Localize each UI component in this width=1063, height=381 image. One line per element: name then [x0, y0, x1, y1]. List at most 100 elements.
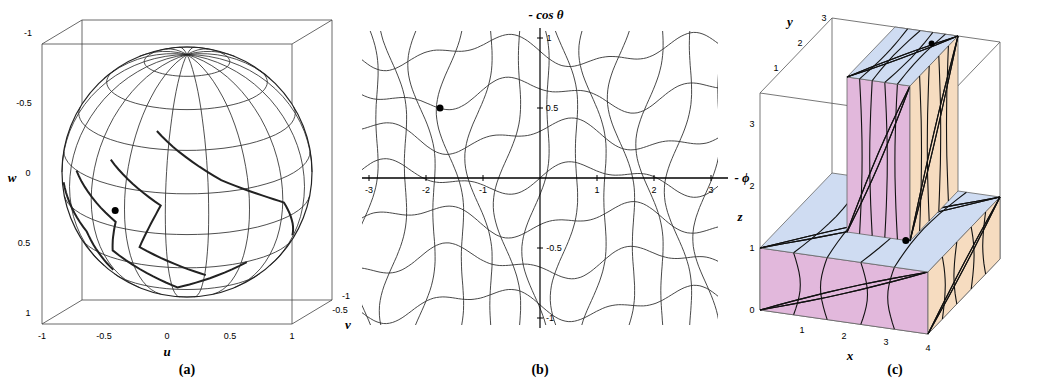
- sphere-grid: [111, 160, 206, 275]
- mesh-curve: [847, 86, 910, 232]
- bounding-box: [332, 20, 333, 300]
- tick-label: -0.5: [96, 331, 112, 341]
- sphere-grid: [125, 55, 188, 295]
- axis-label: u: [163, 344, 170, 360]
- mesh-curve: [947, 46, 949, 201]
- axis-label: - cos θ: [529, 7, 564, 23]
- axis-label: - ϕ: [734, 170, 749, 186]
- sphere-grid: [64, 196, 309, 235]
- axis-label: v: [345, 317, 351, 333]
- mesh-curve: [888, 267, 895, 329]
- tick-label: 1: [25, 308, 30, 318]
- solid-face: [847, 77, 910, 241]
- sphere-grid: [64, 182, 114, 270]
- solid-face: [910, 36, 958, 241]
- mesh-curve: [942, 257, 945, 319]
- bounding-box: [42, 300, 82, 324]
- tick-label: -0.5: [16, 98, 32, 108]
- sphere-grid: [187, 54, 270, 79]
- mesh-curve: [847, 86, 910, 232]
- mesh-curve: [760, 272, 928, 310]
- tick-label: 1: [289, 331, 294, 341]
- axis: [362, 177, 728, 179]
- tick: [597, 175, 598, 181]
- tick-label: 1: [594, 185, 599, 195]
- sphere-grid: [187, 55, 305, 266]
- mesh-curve: [760, 272, 928, 310]
- mesh-curve: [920, 76, 922, 231]
- tick: [369, 175, 370, 181]
- tick-label: -1: [38, 331, 46, 341]
- mesh-curve: [885, 82, 888, 237]
- sphere-grid: [62, 55, 187, 172]
- sphere-grid: [187, 55, 283, 288]
- tick-label: 0.5: [224, 331, 237, 341]
- axis-label: x: [847, 348, 854, 364]
- mesh-curve: [910, 36, 958, 241]
- mesh-curve: [983, 212, 986, 274]
- tick: [654, 175, 655, 181]
- mesh-curve: [794, 253, 801, 315]
- mesh-curve: [910, 36, 958, 241]
- mesh-curve: [971, 227, 974, 289]
- tick-label: -2: [422, 185, 430, 195]
- mesh-curve: [927, 66, 929, 221]
- tick: [537, 38, 543, 39]
- mesh-curve: [928, 197, 1000, 334]
- sphere-grid: [260, 70, 268, 82]
- tick-label: 3: [708, 185, 713, 195]
- tick: [426, 175, 427, 181]
- sphere-grid: [187, 47, 194, 54]
- mesh-curve: [821, 258, 828, 320]
- mesh-curve: [910, 36, 958, 241]
- sphere-grid: [187, 55, 312, 172]
- sphere-grid: [91, 55, 187, 288]
- sphere-grid: [82, 240, 291, 267]
- sphere: [62, 47, 312, 297]
- mesh-curve: [861, 262, 868, 324]
- mesh-curve: [847, 86, 910, 232]
- sphere-grid: [79, 107, 296, 151]
- bounding-box: [42, 44, 292, 45]
- mesh-curve: [860, 29, 908, 79]
- mesh-curve: [928, 197, 1000, 334]
- tick-label: 0: [749, 305, 754, 315]
- mesh-curve: [928, 197, 1000, 334]
- mesh-curve: [860, 79, 863, 234]
- marker-dot: [902, 237, 909, 244]
- bounding-box: [292, 20, 332, 44]
- marker-dot: [929, 41, 935, 47]
- sphere-grid: [114, 274, 260, 290]
- tick-label: 0.5: [18, 238, 31, 248]
- mesh-curve: [760, 272, 928, 310]
- bounding-box: [82, 300, 332, 301]
- mesh-curve: [895, 84, 898, 239]
- tick-label: 1: [799, 325, 804, 335]
- mesh-curve: [760, 272, 928, 310]
- mesh-curve: [928, 197, 1000, 334]
- tick-label: -1: [24, 28, 32, 38]
- tick-label: 2: [749, 181, 754, 191]
- tick-label: 0.5: [546, 103, 559, 113]
- solid-face: [928, 197, 1000, 334]
- bounding-box: [760, 18, 832, 93]
- tick: [483, 175, 484, 181]
- sphere-grid: [187, 55, 209, 297]
- axis-label: y: [787, 14, 793, 30]
- mesh-curve: [870, 81, 873, 236]
- marker-dot: [437, 105, 444, 112]
- tick-label: -0.5: [332, 305, 348, 315]
- mesh-curve: [939, 56, 941, 211]
- tick-label: -1: [479, 185, 487, 195]
- bounding-box: [42, 20, 82, 44]
- tick: [537, 318, 543, 319]
- tick-label: -3: [365, 185, 373, 195]
- tick-label: 1: [546, 33, 551, 43]
- panel-letter: (c): [887, 362, 903, 378]
- mesh-curve: [954, 242, 957, 304]
- tick-label: 1: [773, 63, 778, 73]
- tick-label: 2: [651, 185, 656, 195]
- sphere-grid: [187, 55, 250, 295]
